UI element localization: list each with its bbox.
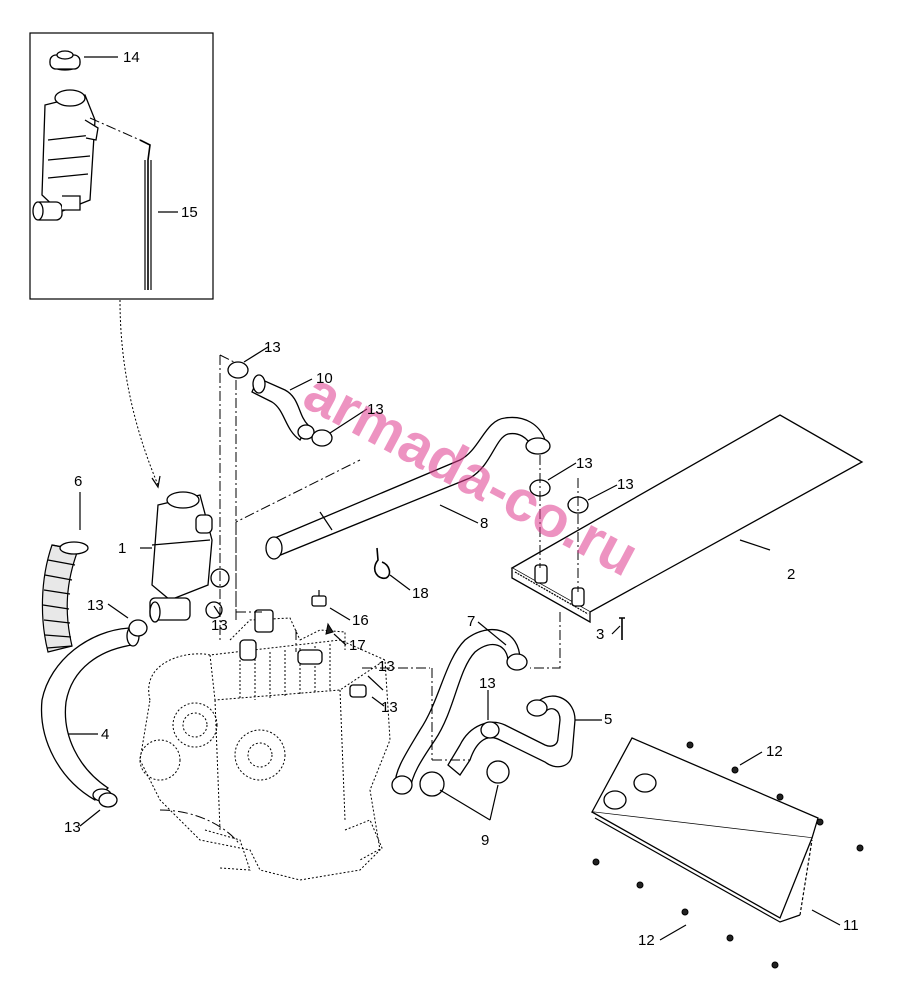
elbow-hose-part	[227, 361, 333, 447]
callout-11: 11	[843, 917, 859, 934]
callout-5: 5	[604, 711, 612, 728]
callout-16: 16	[352, 612, 369, 629]
corrugated-hose-part	[41, 541, 89, 653]
sleeve-pair-part	[419, 760, 510, 797]
lower-hose-part	[40, 625, 140, 802]
overflow-hose-part	[139, 139, 152, 290]
callout-9: 9	[481, 832, 489, 849]
reservoir-cap-part	[49, 50, 81, 71]
mounting-bracket-part	[590, 737, 819, 923]
callout-13-e: 13	[87, 597, 104, 614]
return-hose-part	[391, 629, 528, 795]
callout-13-g: 13	[378, 658, 395, 675]
callout-13-d: 13	[617, 476, 634, 493]
callout-15: 15	[181, 204, 198, 221]
bracket-screws-part	[592, 741, 864, 969]
inset-leader	[89, 117, 141, 141]
engine-fittings-part	[239, 609, 367, 698]
callout-2: 2	[787, 566, 795, 583]
callout-7: 7	[467, 613, 475, 630]
rivet-part	[619, 617, 625, 640]
washer-part	[325, 622, 334, 635]
callout-13-b: 13	[367, 401, 384, 418]
callout-1: 1	[118, 540, 126, 557]
callout-13-h: 13	[381, 699, 398, 716]
callout-13-f: 13	[211, 617, 228, 634]
inset-connector-line	[119, 299, 159, 486]
upper-hose-part	[265, 416, 551, 560]
engine-block-outline	[139, 617, 391, 881]
callout-13-c: 13	[576, 455, 593, 472]
temperature-sensor-part	[311, 590, 327, 607]
callout-14: 14	[123, 49, 140, 66]
callout-8: 8	[480, 515, 488, 532]
cable-tie-part	[373, 547, 391, 580]
callout-18: 18	[412, 585, 429, 602]
assembly-lines	[159, 354, 579, 846]
callout-13-a: 13	[264, 339, 281, 356]
watermark-text: armada-co.ru	[294, 359, 649, 589]
heat-exchanger-part	[510, 414, 864, 624]
bypass-hose-part	[447, 695, 576, 776]
callout-13-i: 13	[479, 675, 496, 692]
coolant-reservoir-part	[149, 491, 213, 623]
inset-frame	[29, 32, 214, 300]
callout-17: 17	[349, 637, 366, 654]
callout-4: 4	[101, 726, 109, 743]
callout-labels: 1 2 3 4 5 6 7 8 9 10 11 12 12 13 13 13 1…	[64, 49, 859, 949]
callout-6: 6	[74, 473, 82, 490]
callout-12-upper: 12	[766, 743, 783, 760]
inset-reservoir-part	[32, 89, 99, 221]
callout-3: 3	[596, 626, 604, 643]
callout-12-lower: 12	[638, 932, 655, 949]
callout-10: 10	[316, 370, 333, 387]
hose-clamp-part	[98, 568, 230, 808]
callout-13-j: 13	[64, 819, 81, 836]
leader-lines	[68, 56, 841, 941]
